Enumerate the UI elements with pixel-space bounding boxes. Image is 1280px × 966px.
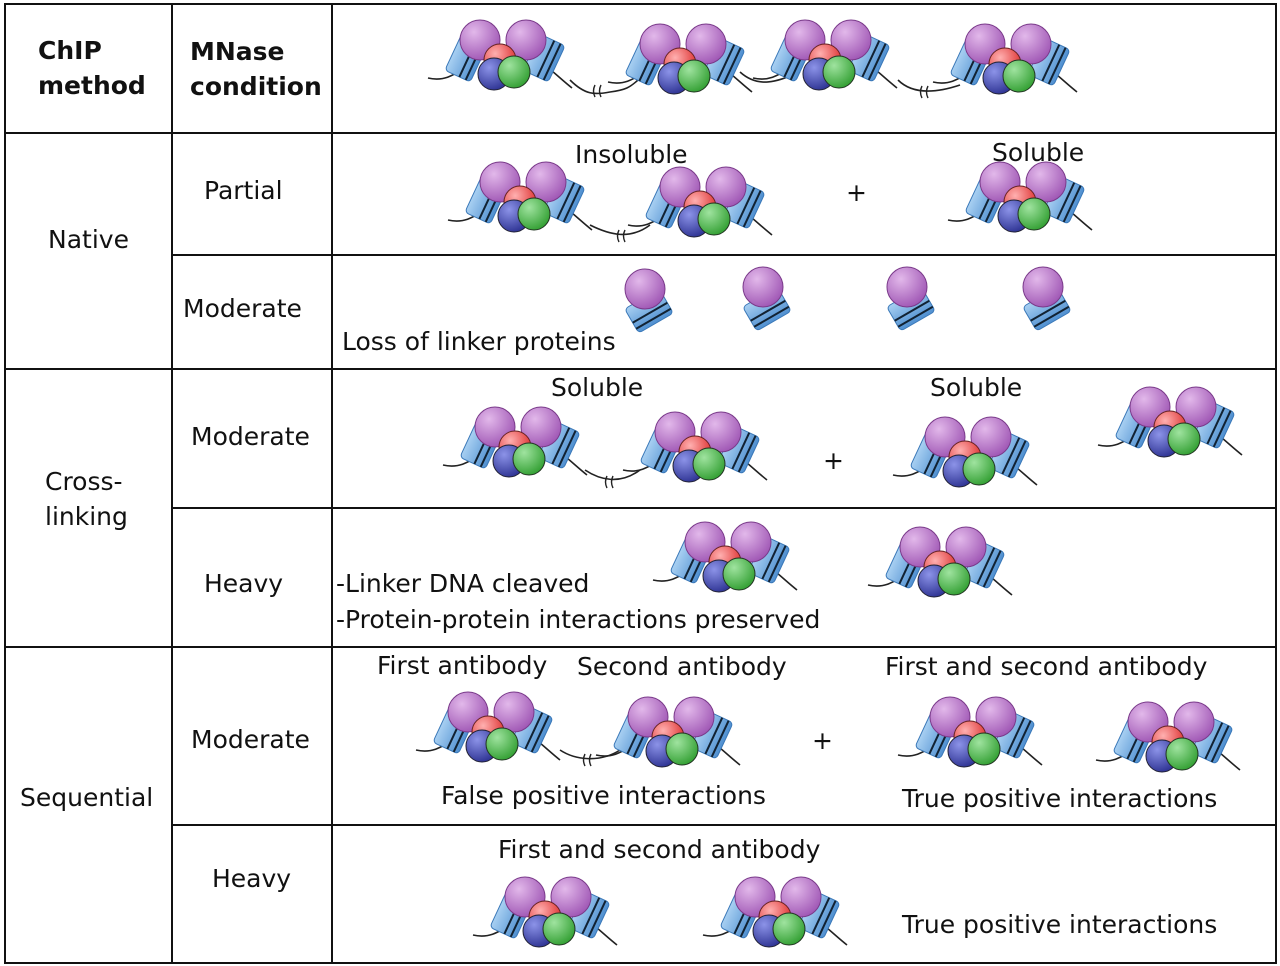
- method-native: Native: [48, 225, 129, 254]
- row-divider: [4, 646, 1276, 648]
- nucleosome-chain-header: [428, 20, 1077, 99]
- row-divider: [4, 368, 1276, 370]
- label-soluble: Soluble: [930, 373, 1023, 402]
- column-divider: [171, 3, 173, 964]
- plus-sign: +: [812, 726, 833, 755]
- label-soluble: Soluble: [551, 373, 644, 402]
- table-border-bottom: [4, 962, 1276, 964]
- label-linker-dna-cleaved: -Linker DNA cleaved: [336, 569, 590, 598]
- label-loss-linker-proteins: Loss of linker proteins: [342, 327, 616, 356]
- table-border-top: [4, 3, 1276, 5]
- method-sequential: Sequential: [20, 783, 154, 812]
- column-divider: [331, 3, 333, 964]
- method-crosslinking-line2: linking: [45, 502, 128, 531]
- header-chip-method-line1: ChIP: [38, 36, 102, 65]
- label-false-positive: False positive interactions: [441, 781, 766, 810]
- condition-partial: Partial: [204, 176, 283, 205]
- label-first-second-antibody: First and second antibody: [498, 835, 821, 864]
- nucleosomes-crosslink-heavy: [653, 522, 1012, 597]
- plus-sign: +: [846, 178, 867, 207]
- nucleosomes-sequential-moderate: [416, 692, 1240, 772]
- header-mnase-line2: condition: [190, 72, 322, 101]
- condition-heavy: Heavy: [204, 569, 284, 598]
- nucleosomes-crosslink-moderate: [443, 387, 1242, 489]
- label-true-positive: True positive interactions: [902, 910, 1218, 939]
- label-ppi-preserved: -Protein-protein interactions preserved: [336, 605, 821, 634]
- method-crosslinking-line1: Cross-: [45, 467, 123, 496]
- nucleosomes-native-partial: [448, 162, 1092, 243]
- plus-sign: +: [823, 446, 844, 475]
- label-first-antibody: First antibody: [377, 651, 548, 680]
- label-soluble: Soluble: [992, 138, 1085, 167]
- header-mnase-line1: MNase: [190, 37, 285, 66]
- condition-moderate: Moderate: [191, 725, 310, 754]
- condition-moderate: Moderate: [183, 294, 302, 323]
- label-insoluble: Insoluble: [575, 140, 688, 169]
- histone-fragments-native-moderate: [625, 267, 1072, 333]
- row-divider: [4, 132, 1276, 134]
- header-chip-method-line2: method: [38, 71, 146, 100]
- nucleosomes-sequential-heavy: [473, 877, 847, 947]
- row-divider: [172, 254, 1276, 256]
- row-divider: [172, 824, 1276, 826]
- column-divider: [4, 3, 6, 964]
- row-divider: [172, 507, 1276, 509]
- column-divider: [1275, 3, 1277, 964]
- condition-moderate: Moderate: [191, 422, 310, 451]
- label-first-second-antibody: First and second antibody: [885, 652, 1208, 681]
- label-second-antibody: Second antibody: [577, 652, 787, 681]
- condition-heavy: Heavy: [212, 864, 292, 893]
- label-true-positive: True positive interactions: [902, 784, 1218, 813]
